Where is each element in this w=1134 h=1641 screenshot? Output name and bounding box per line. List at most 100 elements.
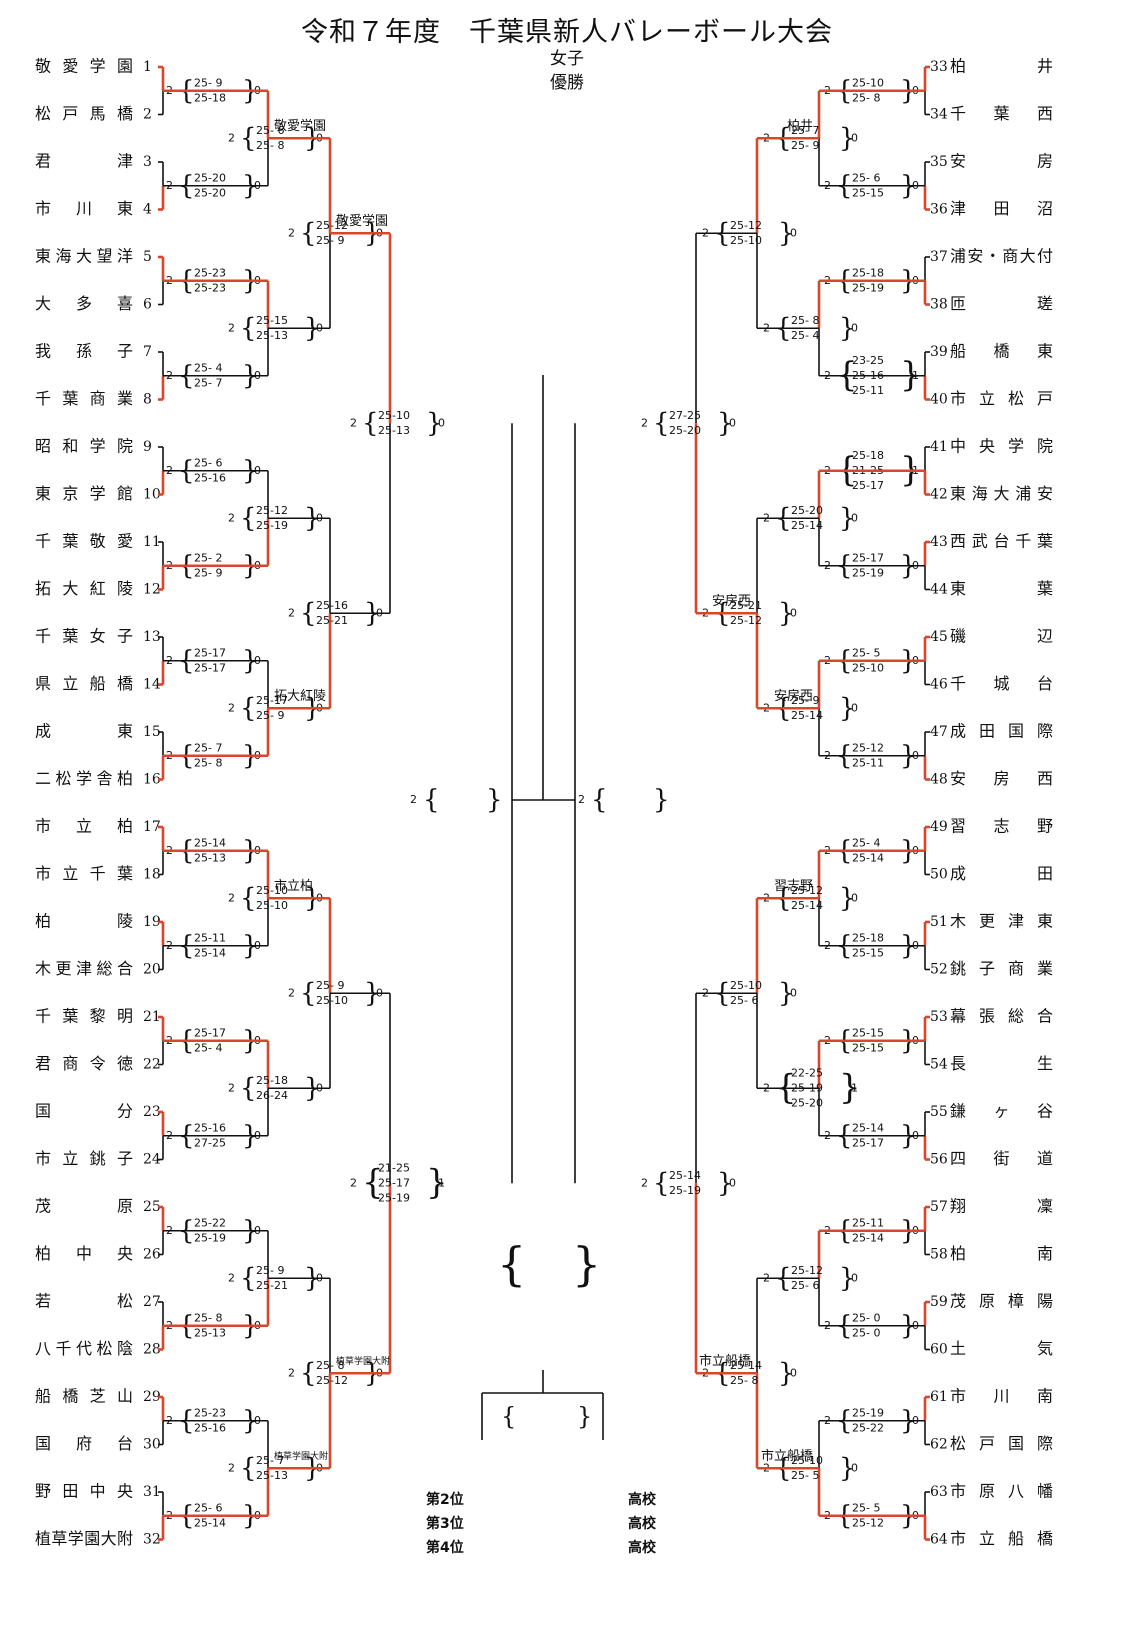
team-name: 茂原 (35, 1197, 133, 1216)
set-score: 25- 6 (791, 1279, 819, 1292)
team-seed: 31 (143, 1484, 161, 1500)
team-name: 成東 (35, 722, 133, 741)
team-seed: 34 (930, 107, 948, 123)
team-name: 松戸国際 (950, 1434, 1053, 1453)
set-score: 25-11 (852, 1216, 884, 1229)
team-name: 西武台千葉 (950, 532, 1053, 551)
team-name: 市原八幡 (950, 1482, 1053, 1501)
set-score: 25- 4 (194, 361, 222, 374)
round-winner-name: 植草学園大附 (336, 1355, 390, 1367)
team-seed: 26 (143, 1247, 161, 1263)
set-score: 25-21 (256, 1279, 288, 1292)
set-score: 25- 5 (852, 646, 880, 659)
set-score: 25-14 (791, 709, 823, 722)
set-score: 25- 8 (852, 91, 880, 104)
team-name: 植草学園大附 (35, 1529, 133, 1548)
team-name: 木更津東 (950, 912, 1053, 931)
match-winner-sets: 2 (350, 416, 357, 429)
team-seed: 11 (143, 534, 161, 550)
team-name: 成田国際 (950, 722, 1053, 741)
match-winner-sets: 2 (228, 701, 235, 714)
team-seed: 51 (930, 914, 948, 930)
set-score: 25- 9 (256, 1264, 284, 1277)
set-score: 25- 8 (316, 1359, 344, 1372)
score-brace-close: } (778, 598, 795, 628)
team-seed: 23 (143, 1104, 161, 1120)
set-score: 25- 4 (852, 836, 880, 849)
set-score: 25-14 (730, 1359, 762, 1372)
third-place-brace-close: } (577, 1403, 592, 1431)
team-seed: 30 (143, 1437, 161, 1453)
score-brace-open: { (836, 355, 858, 395)
set-score: 25-17 (852, 551, 884, 564)
set-score: 25- 7 (194, 741, 222, 754)
score-brace-close: } (717, 1168, 734, 1198)
team-seed: 33 (930, 59, 948, 75)
team-name: 千葉黎明 (35, 1007, 133, 1026)
rank-label: 第3位 (426, 1515, 464, 1532)
team-name: 市立松戸 (950, 389, 1053, 408)
team-seed: 12 (143, 582, 161, 598)
set-score: 25- 2 (194, 551, 222, 564)
set-score: 25-14 (194, 1516, 226, 1529)
score-brace-open: { (300, 598, 317, 628)
set-score: 25-12 (256, 504, 288, 517)
team-seed: 63 (930, 1484, 948, 1500)
score-brace-close: } (839, 693, 856, 723)
round-winner-name: 安房西 (774, 688, 813, 704)
team-name: 八千代松陰 (35, 1339, 133, 1358)
score-brace-close: } (839, 1263, 856, 1293)
round-winner-name: 拓大紅陵 (274, 689, 326, 704)
set-score: 25-10 (852, 76, 884, 89)
set-score: 21-25 (378, 1161, 410, 1174)
set-score: 25-14 (669, 1169, 701, 1182)
set-score: 25-13 (378, 424, 410, 437)
team-seed: 48 (930, 772, 948, 788)
set-score: 25-20 (791, 504, 823, 517)
match-winner-sets: 2 (228, 1081, 235, 1094)
team-name: 野田中央 (35, 1482, 133, 1501)
set-score: 25-18 (852, 266, 884, 279)
team-seed: 44 (930, 582, 948, 598)
round-winner-name: 植草学園大附 (274, 1450, 328, 1462)
match-loser-sets: 0 (851, 321, 858, 334)
team-name: 浦安・商大付 (950, 247, 1053, 266)
score-brace-open: { (362, 408, 379, 438)
set-score: 25-14 (194, 946, 226, 959)
set-score: 25-18 (256, 1074, 288, 1087)
set-score: 25-21 (730, 599, 762, 612)
team-seed: 43 (930, 534, 948, 550)
set-score: 25-11 (852, 756, 884, 769)
set-score: 25- 8 (256, 139, 284, 152)
set-score: 25- 8 (194, 756, 222, 769)
team-seed: 52 (930, 962, 948, 978)
score-brace-close: } (839, 1453, 856, 1483)
team-name: 市川東 (35, 199, 133, 218)
match-loser-sets: 1 (851, 1081, 858, 1094)
team-seed: 8 (143, 392, 152, 408)
team-seed: 19 (143, 914, 161, 930)
set-score: 25-12 (316, 219, 348, 232)
match-winner-sets: 2 (228, 1271, 235, 1284)
score-brace-open: { (653, 1168, 670, 1198)
set-score: 25-15 (852, 1026, 884, 1039)
team-seed: 2 (143, 107, 152, 123)
team-name: 幕張総合 (950, 1007, 1053, 1026)
set-score: 25-13 (256, 1469, 288, 1482)
score-brace-close: } (426, 1162, 448, 1202)
set-score: 25-17 (378, 1176, 410, 1189)
set-score: 25- 9 (316, 234, 344, 247)
set-score: 25- 6 (730, 994, 758, 1007)
team-name: 安房 (950, 152, 1053, 171)
set-score: 26-24 (256, 1089, 288, 1102)
score-brace-open: { (240, 1453, 257, 1483)
set-score: 25-15 (852, 946, 884, 959)
rank-label: 第2位 (426, 1491, 464, 1508)
set-score: 25- 4 (791, 329, 819, 342)
team-name: 国分 (35, 1102, 133, 1121)
final-brace-close: } (572, 1237, 601, 1291)
set-score: 25-10 (730, 234, 762, 247)
set-score: 25-21 (316, 614, 348, 627)
team-name: 松戸馬橋 (35, 104, 133, 123)
set-score: 25-15 (256, 314, 288, 327)
